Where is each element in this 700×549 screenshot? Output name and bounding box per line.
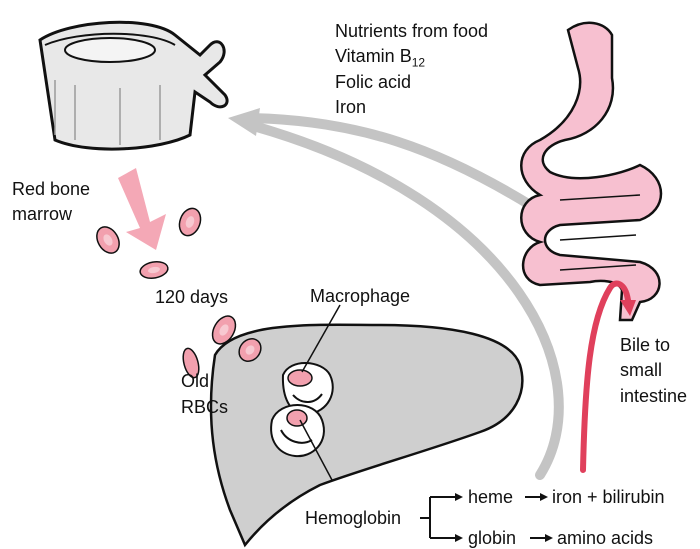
- hemoglobin-label: Hemoglobin: [305, 507, 401, 529]
- globin-label: globin: [468, 527, 516, 549]
- vitamin-label: Vitamin B12: [335, 45, 425, 74]
- nutrients-title: Nutrients from food: [335, 20, 488, 42]
- vertebra-icon: [40, 22, 227, 149]
- breakdown-bracket: [420, 497, 455, 538]
- nutrients-arrow: [250, 118, 530, 205]
- bile-label-line3: intestine: [620, 385, 687, 407]
- vitamin-text: Vitamin B: [335, 46, 412, 66]
- iron-bilirubin-label: iron + bilirubin: [552, 486, 665, 508]
- red-bone-label-line2: marrow: [12, 203, 72, 225]
- heme-label: heme: [468, 486, 513, 508]
- stomach-intestine-icon: [521, 23, 661, 320]
- old-rbcs-label-line1: Old: [181, 370, 209, 392]
- vitamin-subscript: 12: [412, 56, 425, 70]
- days-label: 120 days: [155, 286, 228, 308]
- marrow-arrow: [118, 168, 166, 250]
- iron-label: Iron: [335, 96, 366, 118]
- red-bone-label-line1: Red bone: [12, 178, 90, 200]
- macrophage-label: Macrophage: [310, 285, 410, 307]
- old-rbcs-label-line2: RBCs: [181, 396, 228, 418]
- amino-acids-label: amino acids: [557, 527, 653, 549]
- folic-acid-label: Folic acid: [335, 71, 411, 93]
- bile-label-line2: small: [620, 359, 662, 381]
- bile-label-line1: Bile to: [620, 334, 670, 356]
